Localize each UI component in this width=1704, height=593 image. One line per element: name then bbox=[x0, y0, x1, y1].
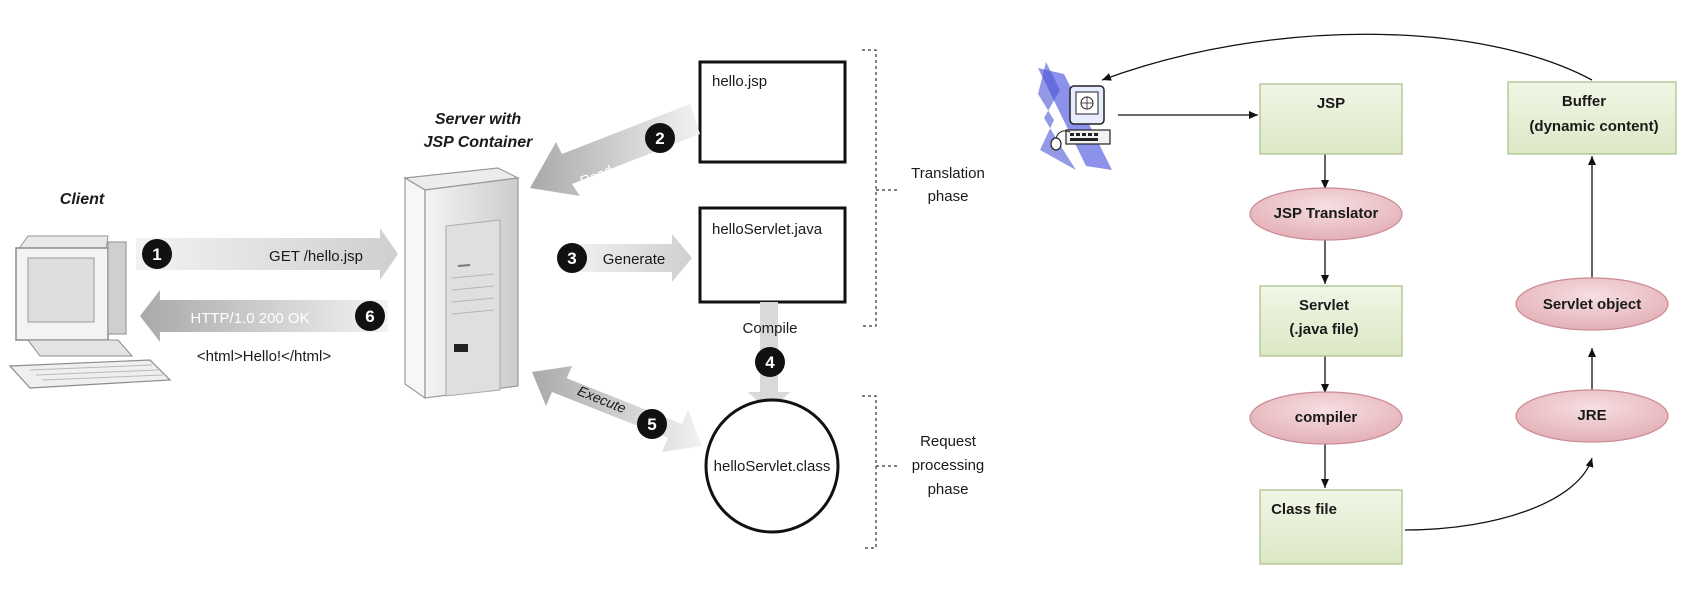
buffer-box-line1: Buffer bbox=[1562, 93, 1606, 110]
jsp-box bbox=[1259, 83, 1403, 155]
step-3-badge bbox=[557, 243, 587, 273]
request-phase-line2: processing bbox=[912, 457, 985, 474]
response-body-label: <html>Hello!</html> bbox=[197, 348, 331, 365]
translation-phase-line1: Translation bbox=[911, 165, 985, 182]
step-1-badge bbox=[142, 239, 172, 269]
jre-ellipse bbox=[1515, 389, 1669, 443]
hello-servlet-class-label: helloServlet.class bbox=[714, 458, 831, 475]
compiler-ellipse bbox=[1249, 391, 1403, 445]
server-label-line1: Server with bbox=[435, 111, 521, 128]
hello-jsp-file bbox=[698, 60, 847, 164]
jre-label: JRE bbox=[1577, 407, 1606, 424]
response-status-label: HTTP/1.0 200 OK bbox=[190, 310, 309, 327]
step-2-badge bbox=[645, 123, 675, 153]
request-phase-line1: Request bbox=[920, 433, 977, 450]
step-1-number: 1 bbox=[152, 245, 161, 264]
step-5-badge bbox=[637, 409, 667, 439]
client-computer-icon bbox=[8, 235, 172, 389]
servlet-object-ellipse bbox=[1515, 277, 1669, 331]
step-6-number: 6 bbox=[365, 307, 374, 326]
translation-phase-bracket bbox=[862, 49, 877, 327]
step-4-number: 4 bbox=[765, 353, 775, 372]
translation-phase-line2: phase bbox=[928, 188, 969, 205]
buffer-to-client-arrow bbox=[1101, 33, 1593, 81]
server-label-line2: JSP Container bbox=[424, 134, 534, 151]
jsp-translator-ellipse bbox=[1249, 187, 1403, 241]
hello-servlet-class-file bbox=[704, 398, 840, 534]
client-label: Client bbox=[60, 191, 105, 208]
jsp-translator-label: JSP Translator bbox=[1274, 205, 1379, 222]
servlet-java-box bbox=[1259, 285, 1403, 357]
step-2-number: 2 bbox=[655, 129, 664, 148]
generate-arrow bbox=[570, 234, 692, 282]
read-arrow bbox=[530, 104, 700, 196]
get-request-arrow bbox=[136, 228, 398, 280]
hello-servlet-java-label: helloServlet.java bbox=[712, 221, 823, 238]
hello-jsp-label: hello.jsp bbox=[712, 73, 767, 90]
request-phase-line3: phase bbox=[928, 481, 969, 498]
request-phase-bracket bbox=[862, 395, 877, 549]
jsp-box-label: JSP bbox=[1317, 95, 1345, 112]
buffer-box-line2: (dynamic content) bbox=[1529, 118, 1658, 135]
response-arrow bbox=[140, 290, 388, 342]
server-tower-icon bbox=[403, 167, 521, 400]
servlet-box-line2: (.java file) bbox=[1289, 321, 1358, 338]
right-diagram: JSP JSP Translator Servlet (.java file) … bbox=[1038, 33, 1677, 565]
web-client-icon bbox=[1038, 62, 1112, 170]
classfile-to-jre-arrow bbox=[1404, 457, 1594, 531]
servlet-box-line1: Servlet bbox=[1299, 297, 1349, 314]
compiler-label: compiler bbox=[1295, 409, 1358, 426]
get-request-label: GET /hello.jsp bbox=[269, 248, 363, 265]
step-3-number: 3 bbox=[567, 249, 576, 268]
step-4-badge bbox=[755, 347, 785, 377]
buffer-box bbox=[1507, 81, 1677, 155]
left-diagram: Client Server with JSP Container GET /he… bbox=[8, 49, 985, 549]
servlet-object-label: Servlet object bbox=[1543, 296, 1641, 313]
compile-label: Compile bbox=[742, 320, 797, 337]
step-5-number: 5 bbox=[647, 415, 656, 434]
class-file-box bbox=[1259, 489, 1403, 565]
class-file-label: Class file bbox=[1271, 501, 1337, 518]
step-6-badge bbox=[355, 301, 385, 331]
generate-label: Generate bbox=[603, 251, 666, 268]
